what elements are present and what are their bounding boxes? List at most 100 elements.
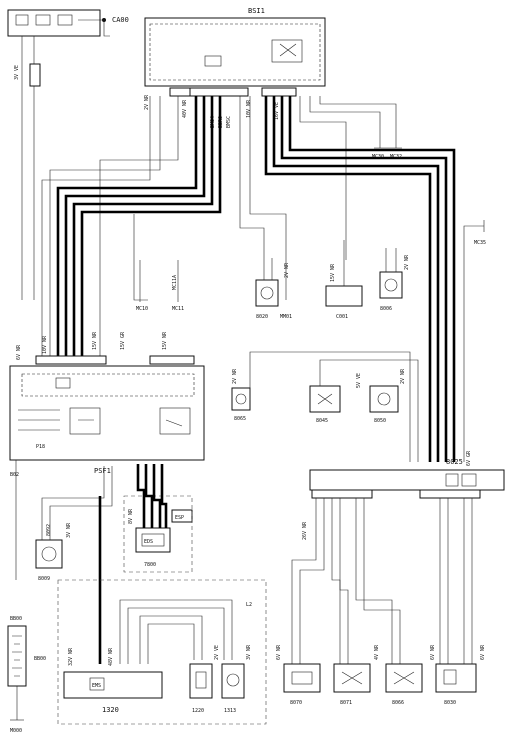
label-bb00-top: BB00: [10, 616, 22, 622]
label-7800: 7800: [144, 562, 156, 568]
esp-label: ESP: [175, 515, 184, 521]
label-c001: C001: [336, 314, 348, 320]
battery-bb00: BB00 BB00 M000: [7, 616, 46, 734]
component-8030: 8030 6V NR 6V NR: [430, 644, 486, 706]
label-1220: 1220: [192, 708, 204, 714]
conn-26vnr: 26V NR: [302, 521, 308, 540]
component-8009: 8009 3V NR 8092: [35, 466, 113, 582]
psf1-label: PSF1: [94, 467, 111, 475]
label-8006: 8006: [380, 306, 392, 312]
ground-mc32: MC32: [390, 154, 402, 160]
label-8070: 8070: [290, 700, 302, 706]
component-1313: 1313 3V NR: [221, 644, 252, 714]
ground-mc10: MC10: [133, 214, 148, 312]
component-8006: 8006 2V NR: [379, 248, 410, 312]
conn-3vve: 3V VE: [14, 65, 20, 80]
component-8020: 8020 2V NR: [255, 258, 290, 320]
ca00-label: CA00: [112, 16, 129, 24]
conn-15vgr: 15V GR: [120, 331, 126, 350]
conn-3vnr-8009: 3V NR: [66, 522, 72, 538]
wire-8092: 8092: [46, 524, 52, 536]
conn-3vnr-1313: 3V NR: [246, 644, 252, 660]
component-8025: 8025 6V GR: [309, 450, 505, 491]
conn-6vnr-8030: 6V NR: [430, 644, 436, 660]
label-l2: L2: [246, 602, 252, 608]
ground-mc35: MC35: [463, 220, 486, 462]
conn-8vnr: 8V NR: [128, 508, 134, 524]
component-1220: 1220 2V VE: [189, 645, 220, 714]
label-1320: 1320: [102, 706, 119, 714]
component-8066: 8066: [385, 663, 423, 706]
ground-mc35-label: MC35: [474, 240, 486, 246]
label-8050: 8050: [374, 418, 386, 424]
conn-6vnr-8070: 6V NR: [276, 644, 282, 660]
label-1313: 1313: [224, 708, 236, 714]
label-8020: 8020: [256, 314, 268, 320]
label-8030: 8030: [444, 700, 456, 706]
bsi1-label: BSI1: [248, 7, 265, 15]
8025-connector-a: [311, 489, 373, 499]
ground-mc11: MC11 MC11A: [172, 260, 184, 312]
conn-48vnr: 48V NR: [108, 647, 114, 666]
conn-2vnr-8065: 2V NR: [232, 368, 238, 384]
label-bb00: BB00: [34, 656, 46, 662]
component-7800: EDS 7800 8V NR: [128, 508, 171, 568]
conn-4vnr: 4V NR: [374, 644, 380, 660]
label-p18: P18: [36, 444, 45, 450]
psf-connector-b: [149, 355, 195, 365]
label-8025: 8025: [446, 458, 463, 466]
ground-mm01-label: MM01: [280, 314, 292, 320]
bsi1-component: BSI1: [144, 7, 326, 87]
label-8071: 8071: [340, 700, 352, 706]
component-8071: 8071 4V NR: [333, 644, 380, 706]
label-8066: 8066: [392, 700, 404, 706]
conn-6vgr: 6V GR: [466, 450, 472, 466]
bsi-connector-c: [261, 87, 297, 97]
ground-m000: M000: [10, 728, 22, 734]
conn-2vnr-8020: 2V NR: [284, 262, 290, 278]
component-8070: 8070 6V NR: [276, 644, 321, 706]
conn-2vve: 2V VE: [214, 645, 220, 660]
component-1320: EMS 1320 32V NR 48V NR: [63, 647, 163, 714]
ca00-component: CA00: [7, 9, 129, 37]
ground-mm01: MM01: [280, 240, 292, 320]
label-8065: 8065: [234, 416, 246, 422]
conn-5vve: 5V VE: [356, 373, 362, 388]
wire-mc11a: MC11A: [172, 275, 178, 290]
ground-mc30-mc32: MC30 MC32: [372, 126, 402, 160]
label-1320-box: EMS: [92, 683, 101, 689]
conn-2vnr-8006: 2V NR: [404, 254, 410, 270]
engine-dashed-frame: [57, 579, 267, 725]
ground-mc10-label: MC10: [136, 306, 148, 312]
wire-bmsc: BMSC: [226, 116, 232, 128]
conn-32vnr: 32V NR: [68, 647, 74, 666]
conn-15vnr: 15V NR: [330, 263, 336, 282]
conn-40vnr: 40V NR: [182, 99, 188, 118]
conn-15vnr-psf: 15V NR: [92, 331, 98, 350]
component-8065: 8065 2V NR: [231, 368, 251, 422]
label-7800-box: EDS: [144, 539, 153, 545]
label-8045: 8045: [316, 418, 328, 424]
8025-connector-b: [419, 489, 481, 499]
label-b02: B02: [10, 472, 19, 478]
conn-10vnr-psf: 10V NR: [42, 335, 48, 354]
ground-mc11-label: MC11: [172, 306, 184, 312]
component-8050: 8050 2V NR: [369, 368, 406, 424]
conn-16vve: 16V VE: [274, 102, 280, 120]
conn-10vnr: 10V NR: [246, 99, 252, 118]
conn-6vnr-psf: 6V NR: [16, 344, 22, 360]
ground-mc30: MC30: [372, 154, 384, 160]
conn-6vnr-8030-b: 6V NR: [480, 644, 486, 660]
7800-dashed-frame: [123, 495, 193, 573]
conn-2vnr-8050: 2V NR: [400, 368, 406, 384]
conn-15vnr-psf-b: 15V NR: [162, 331, 168, 350]
component-c001: C001 15V NR: [325, 240, 363, 320]
bsi-connector-b: [189, 87, 249, 97]
cag-connector: [29, 63, 41, 87]
psf1-component: PSF1 P18: [9, 365, 205, 475]
psf-connector-a: [35, 355, 107, 365]
label-8009: 8009: [38, 576, 50, 582]
component-8045: 8045 5V VE: [309, 373, 362, 424]
conn-2vnr-bsi: 2V NR: [144, 94, 150, 110]
